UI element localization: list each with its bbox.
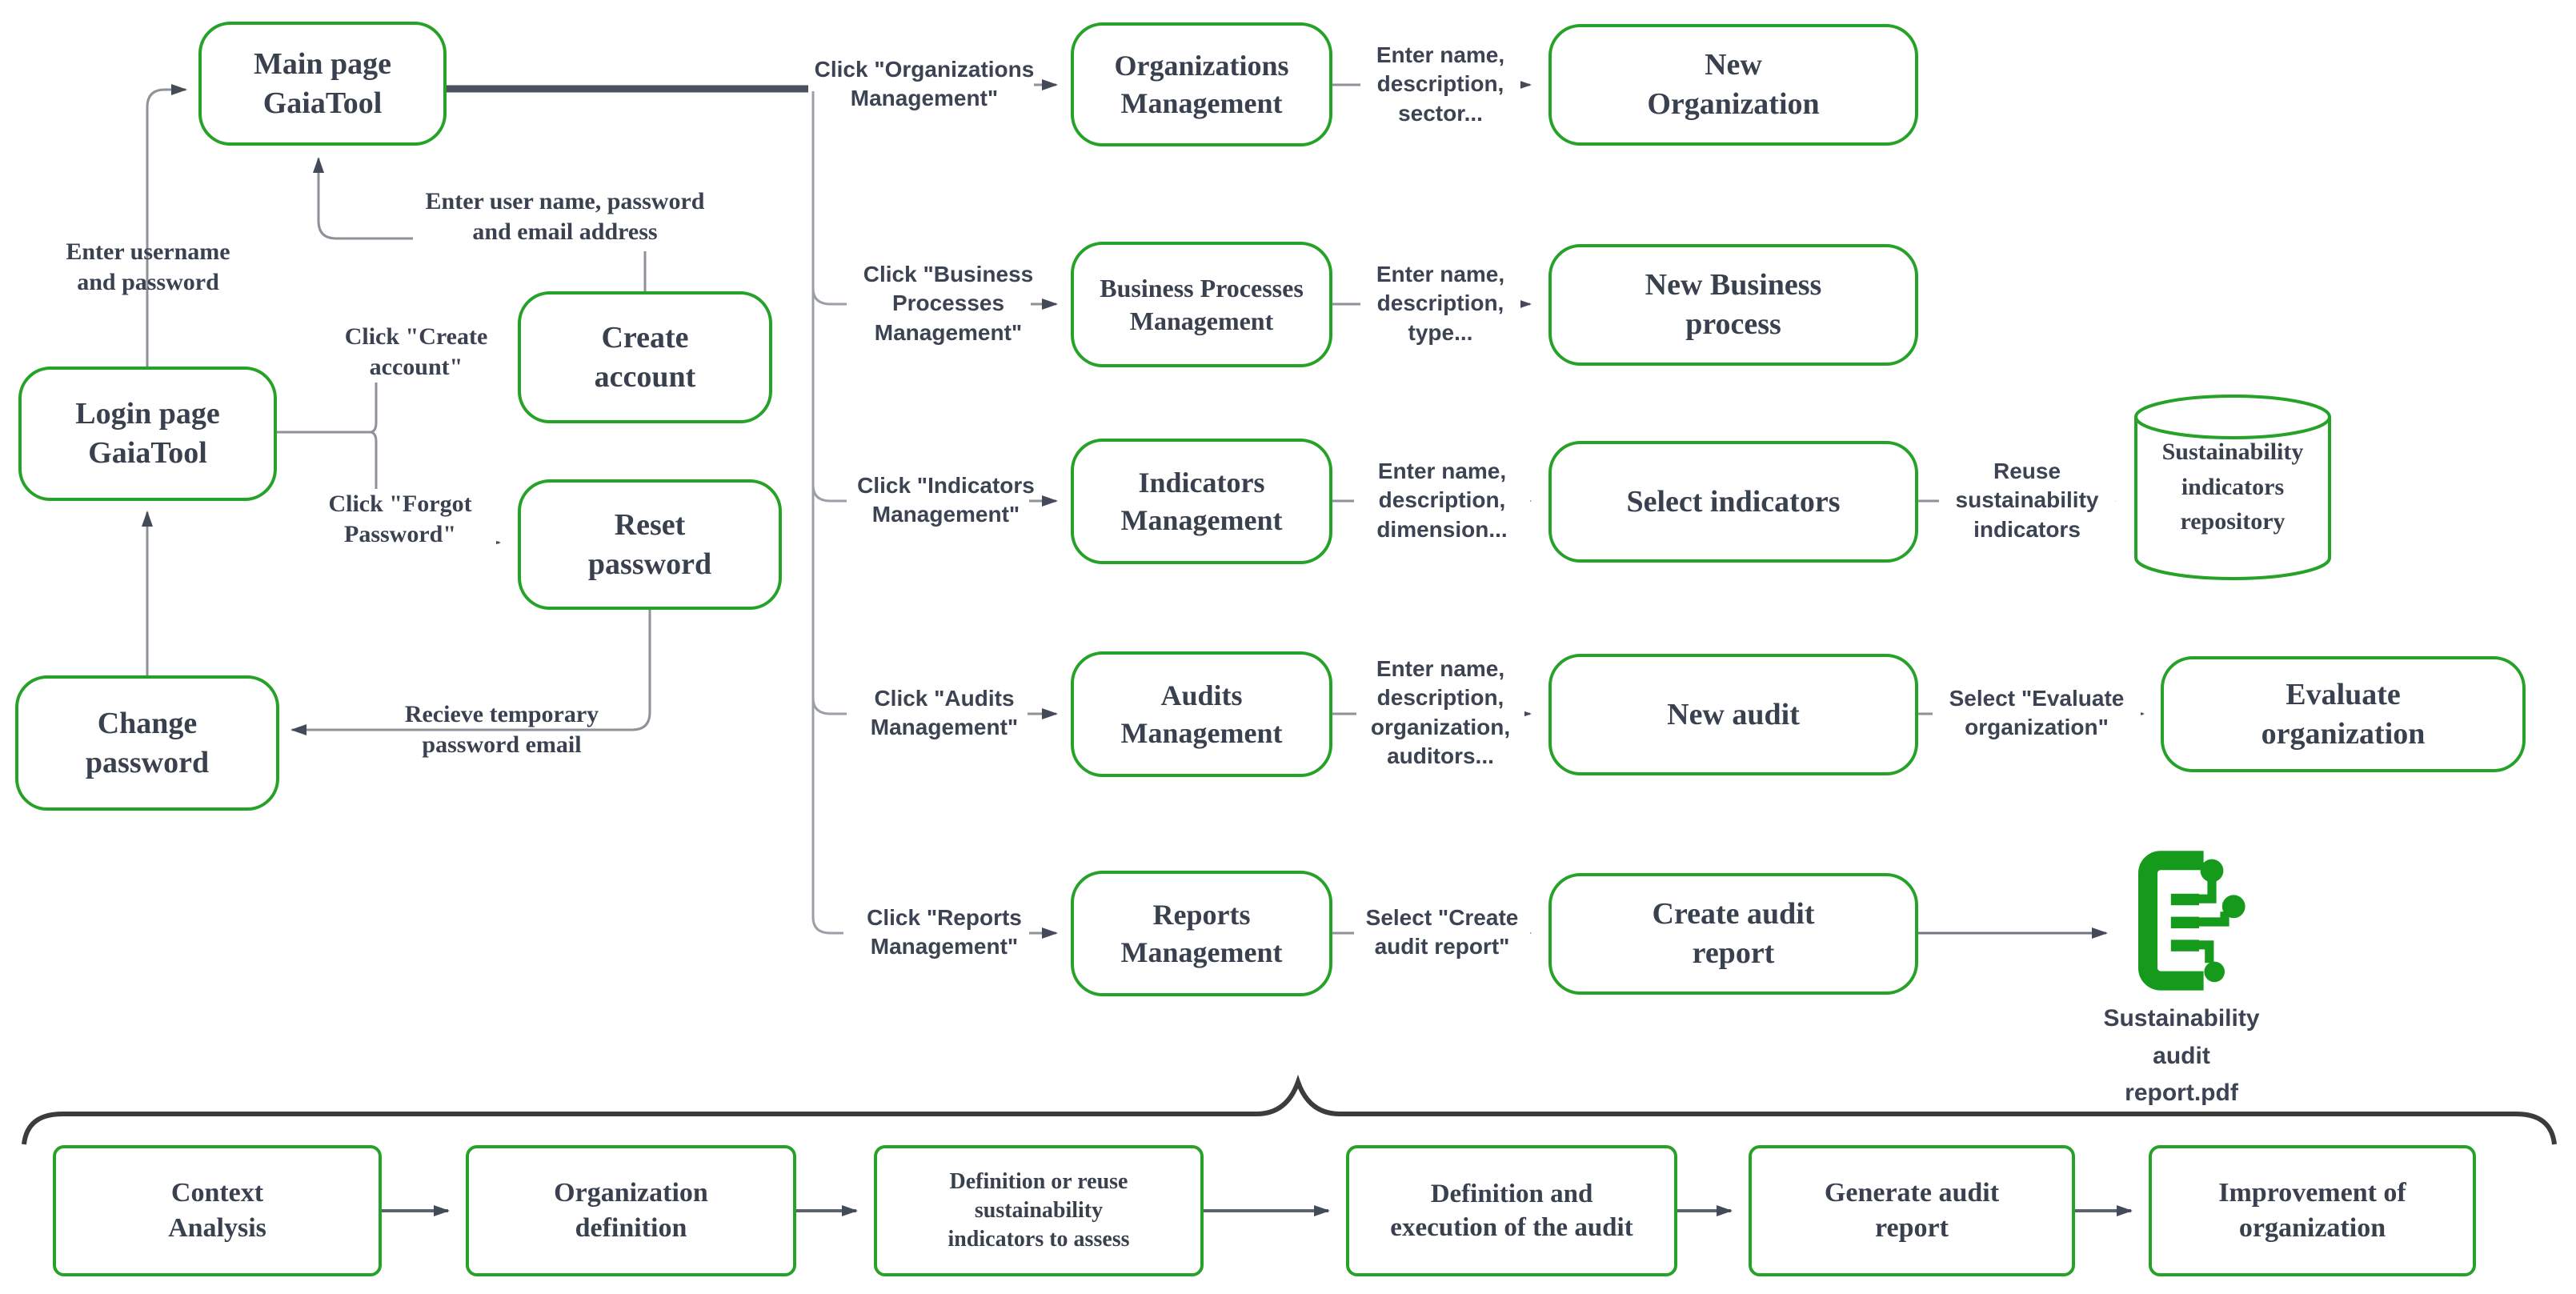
node-select-indicators: Select indicators (1548, 441, 1918, 563)
node-generate-audit-report: Generate audit report (1749, 1145, 2075, 1276)
label-click-forgot-password: Click "Forgot Password" (304, 489, 496, 550)
node-new-audit: New audit (1548, 654, 1918, 775)
label-click-reports: Click "Reports Management" (867, 905, 1022, 959)
node-improvement-organization: Improvement of organization (2149, 1145, 2476, 1276)
report-circuit-icon (2138, 851, 2245, 991)
node-organization-definition: Organization definition (466, 1145, 796, 1276)
label-reuse-sustainability-indicators: Reuse sustainability indicators (1939, 457, 2115, 545)
edge-spine-stub-business (811, 287, 847, 306)
label-click-indicators: Click "Indicators Management" (857, 473, 1035, 527)
node-reset-password: Reset password (518, 479, 782, 610)
node-create-audit-report: Create audit report (1548, 873, 1918, 995)
node-context-analysis: Context Analysis (53, 1145, 382, 1276)
label-select-create-audit-report: Select "Create audit report" (1354, 903, 1530, 962)
node-audits-management: Audits Management (1071, 651, 1332, 777)
label-click-create-account: Click "Create account" (320, 322, 512, 383)
label-enter-name-auditors: Enter name, description, organization, a… (1356, 655, 1524, 771)
node-new-business-process: New Business process (1548, 244, 1918, 366)
node-reports-management: Reports Management (1071, 871, 1332, 996)
edge-spine (811, 91, 843, 935)
label-enter-name-dimension: Enter name, description, dimension... (1354, 457, 1530, 545)
node-indicators-management: Indicators Management (1071, 439, 1332, 564)
node-organizations-management: Organizations Management (1071, 22, 1332, 146)
repository-label: Sustainability indicators repository (2161, 439, 2304, 535)
node-evaluate-organization: Evaluate organization (2161, 656, 2526, 772)
node-business-processes-management: Business Processes Management (1071, 242, 1332, 367)
node-change-password: Change password (15, 675, 279, 811)
node-login-page: Login page GaiaTool (18, 367, 277, 501)
label-enter-user-name-email: Enter user name, password and email addr… (425, 188, 705, 245)
edge-spine-stub-indicators (811, 484, 847, 503)
label-enter-username-password: Enter username and password (66, 238, 230, 295)
label-click-audits: Click "Audits Management" (870, 686, 1019, 740)
cylinder-shape (2134, 395, 2331, 580)
label-click-business: Click "Business Processes Management" (863, 262, 1034, 345)
node-definition-execution-audit: Definition and execution of the audit (1346, 1145, 1677, 1276)
label-select-evaluate-organization: Select "Evaluate organization" (1933, 684, 2141, 743)
node-create-account: Create account (518, 291, 772, 423)
edge-label-to-main (313, 157, 413, 240)
brace (22, 1074, 2557, 1145)
edge-spine-stub-audits (811, 697, 847, 715)
node-new-organization: New Organization (1548, 24, 1918, 146)
label-enter-name-type: Enter name, description, type... (1360, 260, 1520, 348)
label-recieve-temporary-email: Recieve temporary password email (404, 701, 599, 758)
label-click-organizations: Click "Organizations Management" (814, 57, 1035, 111)
edge-login-to-main (146, 84, 187, 367)
edge-reset-to-changepassword (290, 610, 651, 735)
node-main-page: Main page GaiaTool (198, 22, 447, 146)
pdf-report-icon (2122, 850, 2250, 994)
label-enter-name-sector: Enter name, description, sector... (1360, 41, 1520, 129)
pdf-file-label: Sustainability audit report.pdf (2103, 1005, 2260, 1106)
node-definition-reuse-indicators: Definition or reuse sustainability indic… (874, 1145, 1204, 1276)
node-sustainability-indicators-repository: Sustainability indicators repository (2133, 393, 2333, 583)
